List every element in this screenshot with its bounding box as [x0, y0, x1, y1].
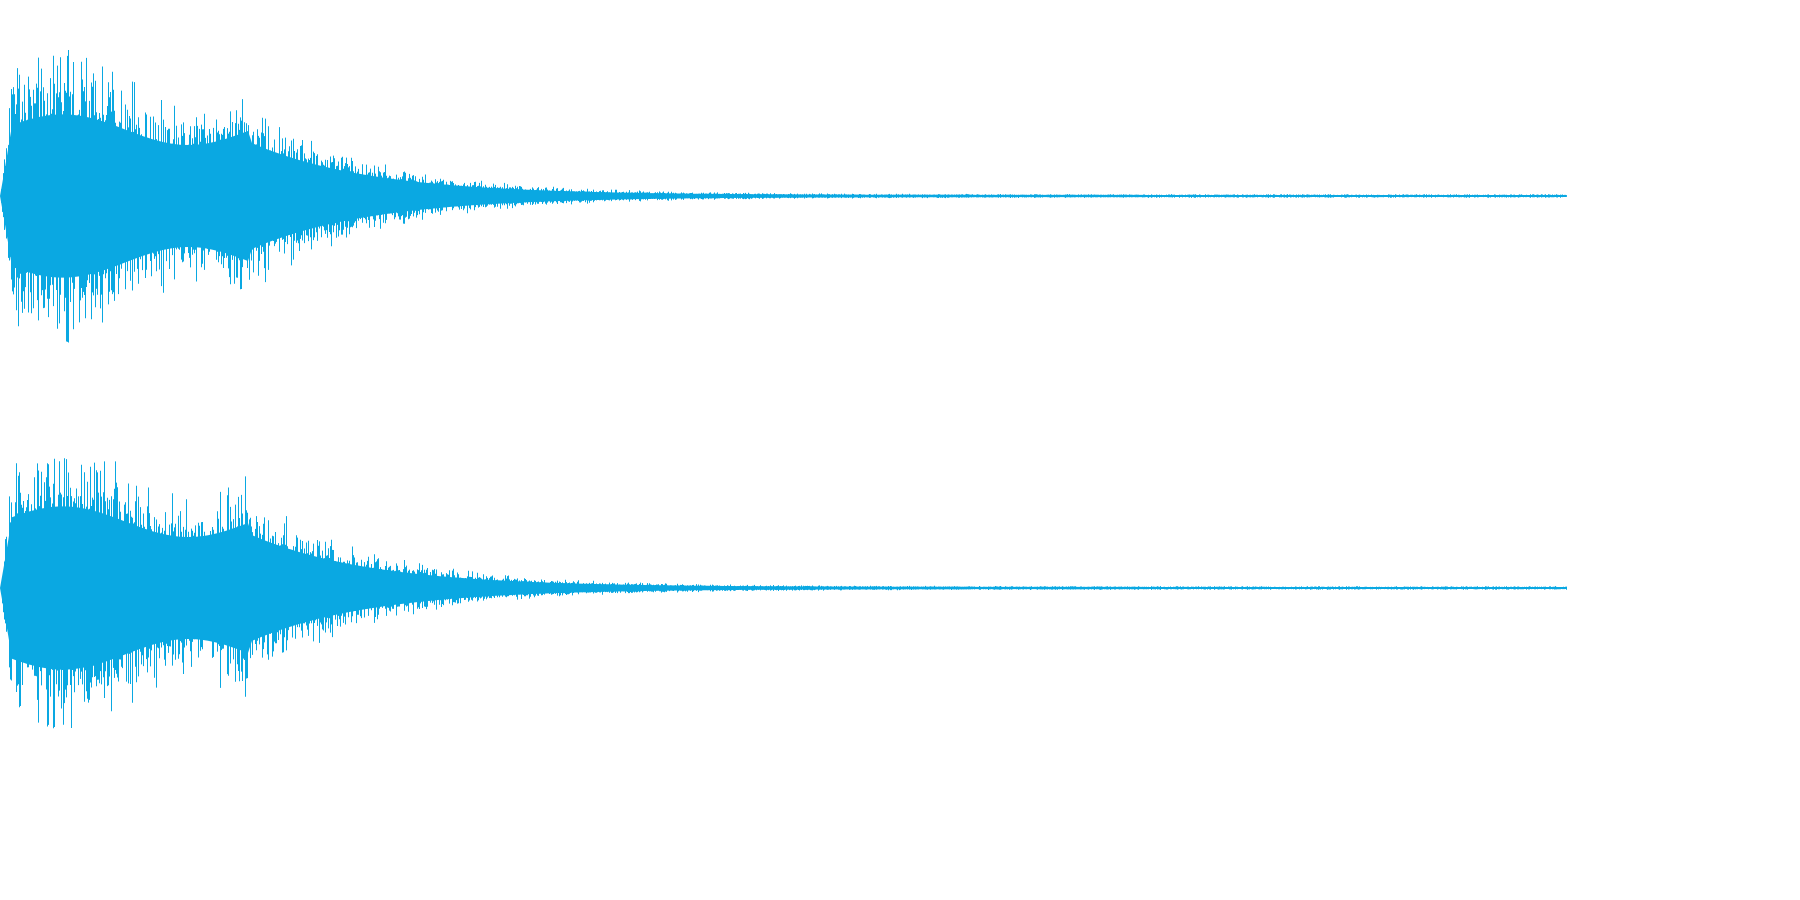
waveform-channel-left — [0, 50, 1567, 343]
waveform-body-right — [0, 506, 1564, 670]
waveform-channel-right — [0, 458, 1567, 729]
waveform-body-left — [0, 114, 1564, 278]
